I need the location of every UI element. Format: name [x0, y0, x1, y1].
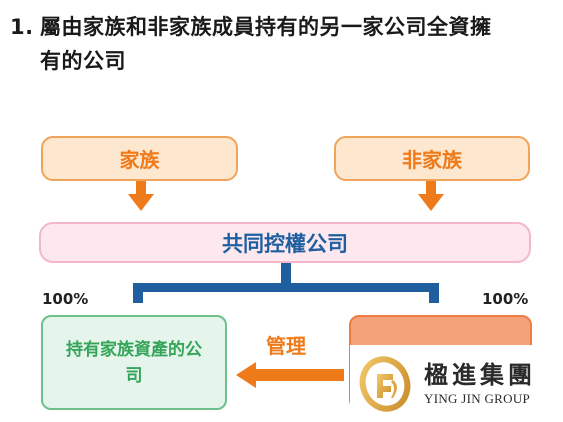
company-logo: 楹進集團 YING JIN GROUP — [350, 345, 563, 422]
heading-line1: 屬由家族和非家族成員持有的另一家公司全資擁 — [40, 15, 492, 39]
arrow-nonfamily-down — [418, 181, 444, 211]
management-arrow — [236, 362, 344, 388]
family-node: 家族 — [41, 136, 238, 181]
asset-company-label: 持有家族資產的公司 — [66, 339, 202, 386]
holding-company-label: 共同控權公司 — [222, 231, 348, 256]
arrow-family-down — [128, 181, 154, 211]
non-family-node: 非家族 — [334, 136, 530, 181]
heading-number: 1. — [10, 15, 34, 39]
family-label: 家族 — [119, 148, 160, 172]
heading: 1.屬由家族和非家族成員持有的另一家公司全資擁 有的公司 — [10, 10, 555, 78]
logo-name-cn: 楹進集團 — [424, 359, 536, 389]
asset-company-node: 持有家族資產的公司 — [41, 315, 227, 410]
ownership-bracket — [133, 261, 439, 303]
right-percentage: 100% — [482, 290, 529, 308]
logo-name-en: YING JIN GROUP — [424, 390, 531, 406]
non-family-label: 非家族 — [402, 148, 462, 172]
management-label: 管理 — [266, 334, 306, 358]
holding-company-node: 共同控權公司 — [39, 222, 531, 263]
heading-line2: 有的公司 — [40, 49, 126, 73]
left-percentage: 100% — [42, 290, 89, 308]
logo-emblem-icon — [350, 345, 420, 422]
